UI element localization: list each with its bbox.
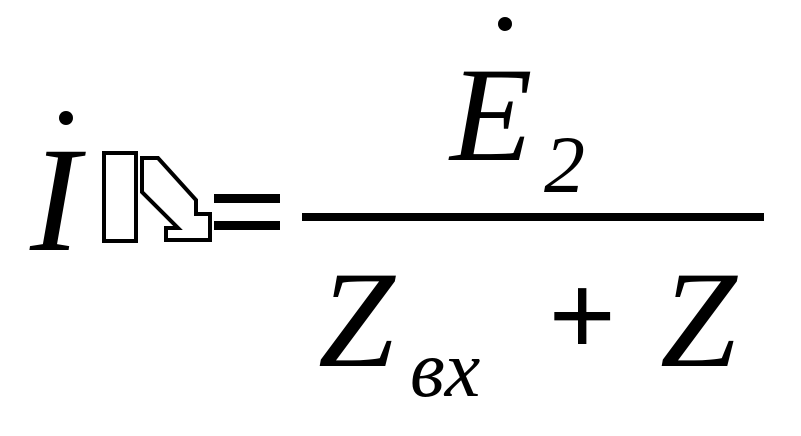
numerator-dot-accent	[498, 17, 512, 31]
arrow-down-right-icon	[140, 156, 212, 242]
equals-sign	[214, 194, 280, 230]
numerator-subscript: 2	[544, 119, 585, 210]
lhs-dot-accent	[59, 111, 73, 125]
missing-glyph-box-icon	[102, 151, 138, 243]
lhs-symbol-i: I	[29, 117, 86, 283]
numerator-symbol-e: E	[448, 41, 532, 190]
fraction-bar	[302, 213, 764, 221]
denominator-term1-subscript: вх	[410, 326, 480, 414]
denominator-term2: Z	[660, 243, 738, 396]
denominator-term1: Z	[318, 243, 396, 396]
plus-sign: +	[548, 249, 616, 382]
